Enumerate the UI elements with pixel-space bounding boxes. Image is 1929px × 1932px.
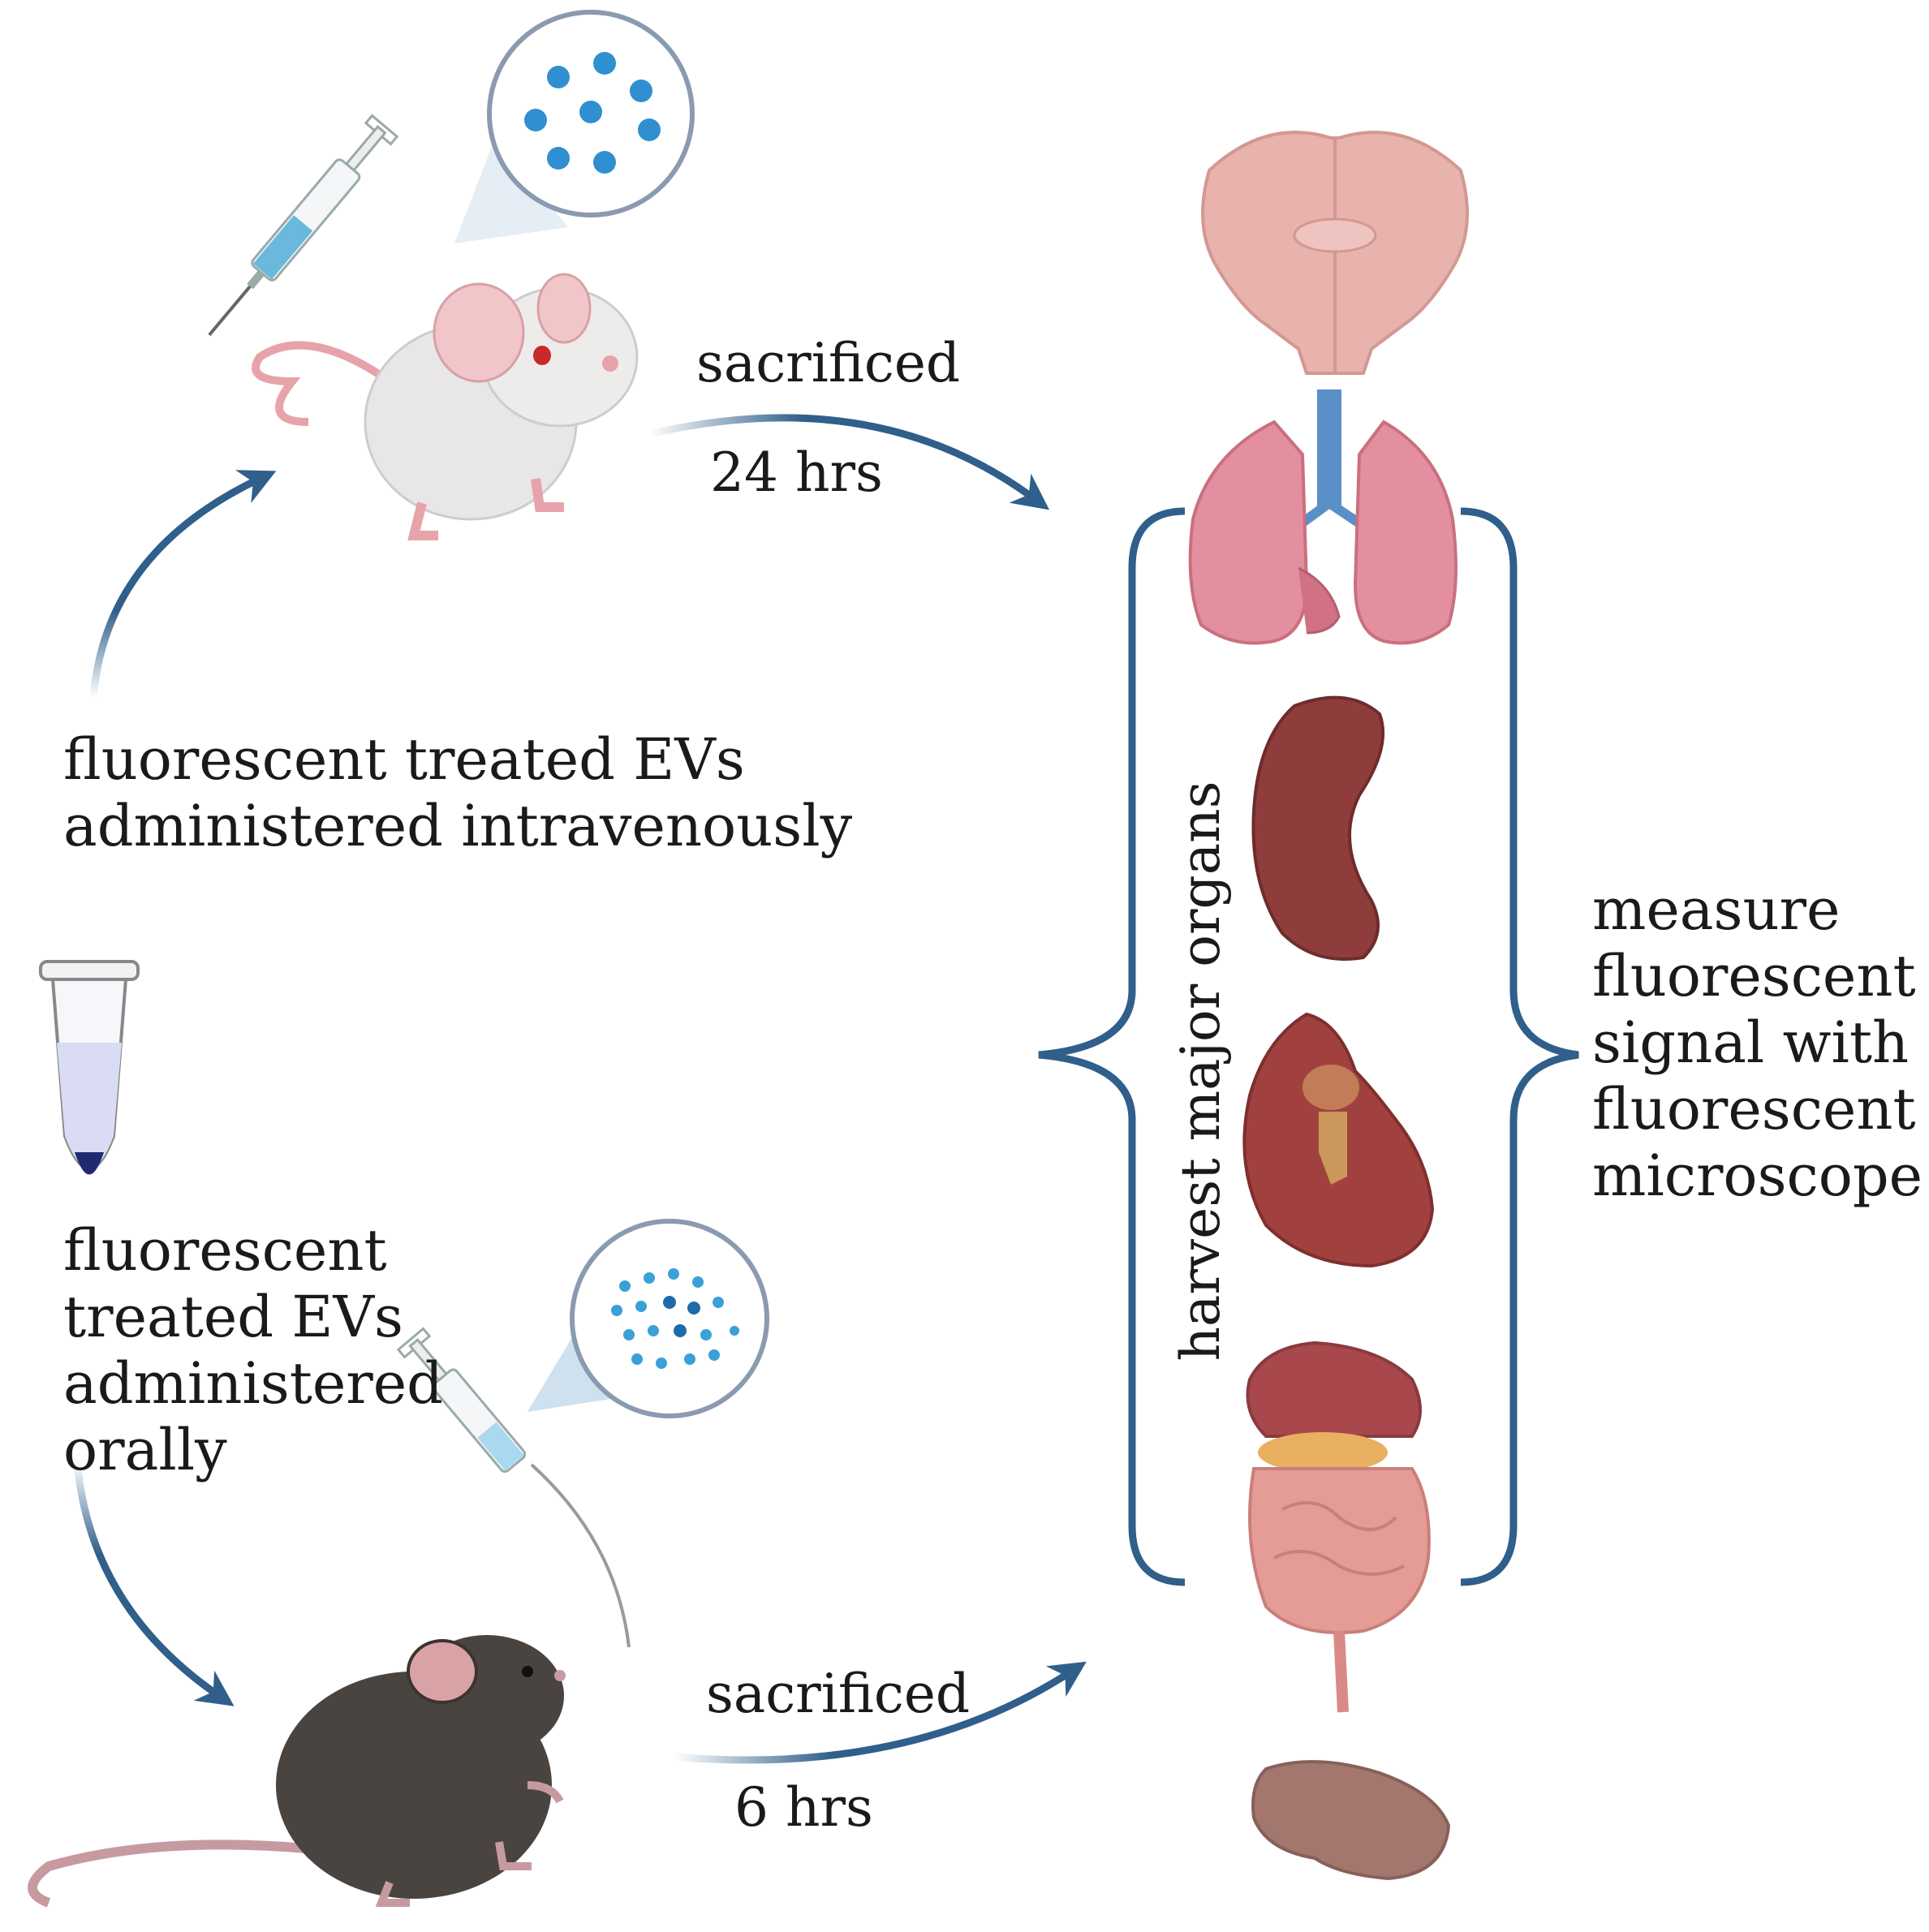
iv-sacrificed-label: sacrificed (696, 332, 961, 394)
measure-label-line: fluorescent (1592, 943, 1916, 1009)
iv-time-label: 24 hrs (710, 441, 883, 504)
trachea (1287, 389, 1375, 536)
iv-label-line: fluorescent treated EVs (63, 726, 745, 793)
oral-label-line: fluorescent (63, 1217, 387, 1284)
brain-icon (1201, 131, 1469, 375)
ev-magnifier-oral (527, 1219, 769, 1418)
oral-label-line: orally (63, 1417, 227, 1483)
arrow-black-mouse-to-organs (673, 1661, 1087, 1764)
left-curly-bracket (1038, 507, 1186, 1586)
measure-label-line: signal with (1592, 1009, 1910, 1076)
black-mouse-icon (28, 1635, 566, 1908)
right-curly-bracket (1460, 507, 1579, 1586)
lungs-icon (1188, 420, 1458, 645)
ev-magnifier-iv (454, 10, 695, 243)
oral-time-label: 6 hrs (734, 1776, 873, 1839)
spleen-icon (1251, 695, 1385, 961)
gavage-needle (530, 1463, 631, 1648)
eppendorf-tube-icon (39, 960, 140, 1175)
kidney-icon (1251, 1760, 1451, 1881)
harvest-organs-label: harvest major organs (1169, 781, 1232, 1362)
liver-icon (1242, 1012, 1435, 1268)
arrow-tube-to-oral-mouse (73, 1460, 235, 1706)
oral-label-line: treated EVs (63, 1284, 403, 1350)
oral-sacrificed-label: sacrificed (706, 1663, 971, 1725)
iv-administration-label: fluorescent treated EVs administered int… (63, 726, 852, 859)
measure-label-line: microscope (1592, 1142, 1923, 1209)
measure-label-line: measure (1592, 876, 1841, 943)
measure-label-line: fluorescent (1592, 1076, 1916, 1142)
oral-administration-label: fluorescent treated EVs administered ora… (63, 1217, 443, 1483)
iv-label-line: administered intravenously (63, 793, 853, 859)
white-mouse-icon (252, 273, 639, 540)
arrow-white-mouse-to-organs (648, 414, 1050, 510)
digestive-tract-icon (1246, 1340, 1431, 1713)
measure-fluorescence-label: measure fluorescent signal with fluoresc… (1592, 876, 1923, 1209)
oral-label-line: administered (63, 1350, 443, 1417)
syringe-iv-icon (208, 114, 399, 337)
arrow-iv-to-white-mouse (89, 470, 277, 699)
syringe-oral-icon (396, 1327, 527, 1473)
